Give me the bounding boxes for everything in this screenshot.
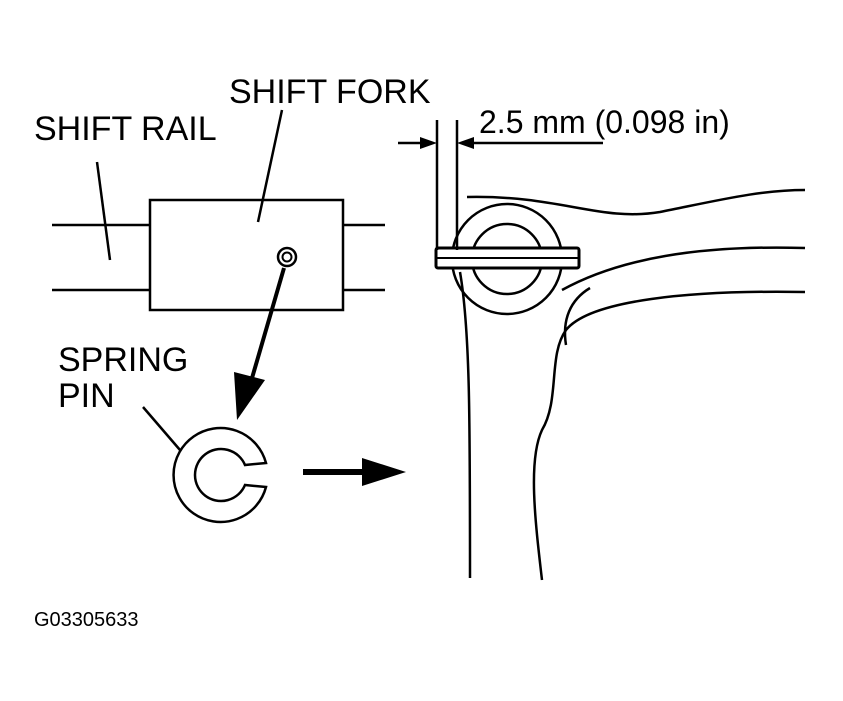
spring-pin-leader	[142, 406, 181, 451]
shift-rail-label: SHIFT RAIL	[34, 110, 217, 148]
fork-upper-contour	[466, 188, 806, 216]
pin-label: PIN	[58, 377, 115, 415]
dimension-arrow-right	[457, 137, 474, 149]
spring-pin-hole-outer	[276, 246, 298, 268]
dimension-label: 2.5 mm (0.098 in)	[479, 104, 730, 140]
shift-fork-leader	[256, 109, 284, 223]
spring-pin-c-shape	[172, 426, 268, 524]
shift-rail-assembly	[52, 198, 385, 312]
spring-label: SPRING	[58, 341, 188, 379]
shift-rail-leader	[95, 161, 112, 261]
shift-fork-label: SHIFT FORK	[229, 73, 431, 111]
fork-notch-arc	[563, 286, 591, 346]
pin-detail-arrow-shaft	[248, 267, 286, 386]
spring-pin-hole-inner	[281, 251, 293, 263]
dimension-arrow-left	[420, 137, 437, 149]
figure-code: G03305633	[34, 609, 139, 631]
direction-arrow-head	[362, 458, 406, 486]
pin-detail-arrow-head	[234, 372, 265, 420]
fork-right-contour	[561, 246, 806, 292]
shift-fork-body	[148, 198, 345, 312]
fork-left-edge	[458, 271, 472, 579]
fork-detail	[434, 120, 806, 581]
fork-notch-curve	[532, 290, 806, 581]
